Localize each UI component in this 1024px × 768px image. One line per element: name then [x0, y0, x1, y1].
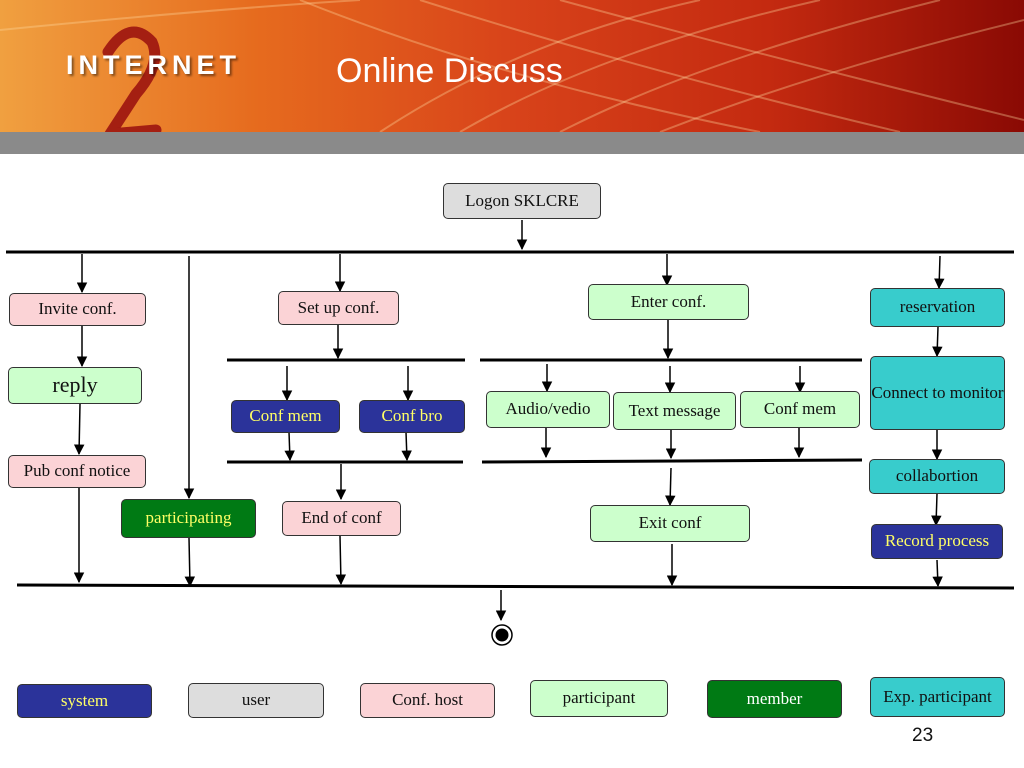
node-conf-mem-participant: Conf mem [740, 391, 860, 428]
header-grid-pattern [0, 0, 1024, 132]
node-reservation: reservation [870, 288, 1005, 327]
node-set-up-conf: Set up conf. [278, 291, 399, 325]
join-bar-enter [481, 458, 863, 464]
legend-member: member [707, 680, 842, 718]
node-end-of-conf: End of conf [282, 501, 401, 536]
legend-participant: participant [530, 680, 668, 717]
node-connect-to-monitor: Connect to monitor [870, 356, 1005, 430]
node-invite-conf: Invite conf. [9, 293, 146, 326]
page-title: Online Discuss [336, 52, 563, 90]
logo-two-icon [102, 26, 162, 132]
node-conf-mem-host: Conf mem [231, 400, 340, 433]
sync-bar-bottom [16, 583, 1015, 590]
node-reply: reply [8, 367, 142, 404]
node-exit-conf: Exit conf [590, 505, 750, 542]
legend-conf-host: Conf. host [360, 683, 495, 718]
node-pub-conf-notice: Pub conf notice [8, 455, 146, 488]
logo-text: INTERNET [66, 50, 241, 80]
node-collabortion: collabortion [869, 459, 1005, 494]
node-participating: participating [121, 499, 256, 538]
node-logon: Logon SKLCRE [443, 183, 601, 219]
legend-exp-participant: Exp. participant [870, 677, 1005, 717]
node-conf-bro: Conf bro [359, 400, 465, 433]
node-text-message: Text message [613, 392, 736, 430]
header-bottom-bar [0, 132, 1024, 154]
legend-system: system [17, 684, 152, 718]
page-number: 23 [912, 725, 934, 746]
node-record-process: Record process [871, 524, 1003, 559]
legend-user: user [188, 683, 324, 718]
node-enter-conf: Enter conf. [588, 284, 749, 320]
node-audio-vedio: Audio/vedio [486, 391, 610, 428]
header-banner: INTERNET Online Discuss [0, 0, 1024, 132]
